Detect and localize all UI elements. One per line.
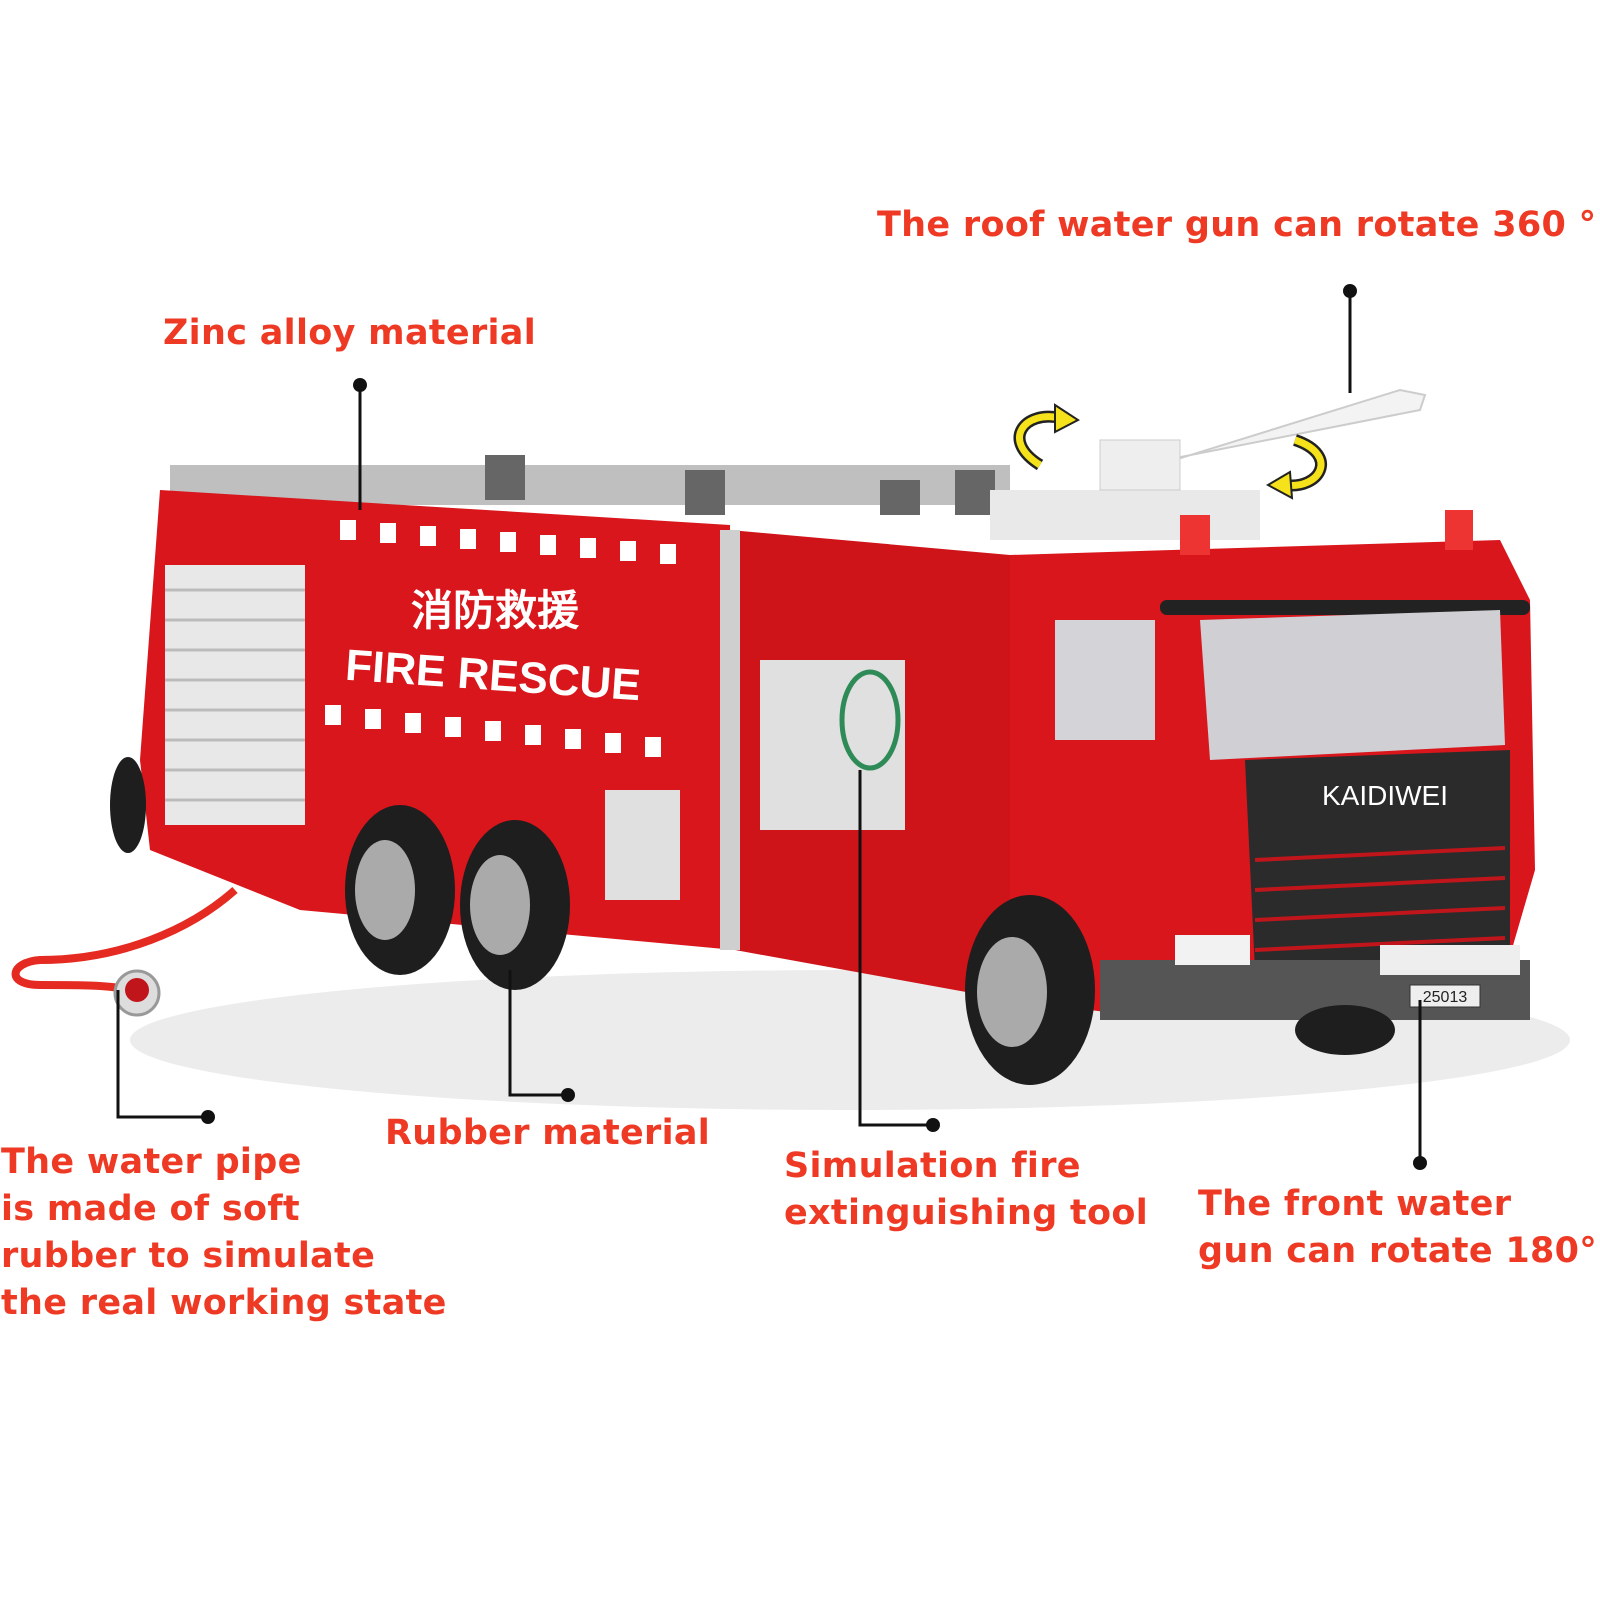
- label-fire-tool: Simulation fire extinguishing tool: [784, 1143, 1148, 1237]
- label-water-pipe: The water pipe is made of soft rubber to…: [1, 1139, 447, 1327]
- leader-dot: [201, 1110, 215, 1124]
- leader-dot: [561, 1088, 575, 1102]
- label-line: the real working state: [1, 1283, 447, 1323]
- label-line: gun can rotate 180°: [1198, 1231, 1598, 1271]
- license-plate: 25013: [1423, 989, 1468, 1006]
- label-line: is made of soft: [1, 1189, 300, 1229]
- label-line: The front water: [1198, 1184, 1512, 1224]
- roller-shutter: [165, 565, 305, 825]
- label-line: rubber to simulate: [1, 1236, 376, 1276]
- windshield: [1200, 610, 1505, 760]
- grille-brand: KAIDIWEI: [1322, 780, 1448, 811]
- chinese-lettering: 消防救援: [411, 586, 580, 635]
- grille: [1245, 750, 1510, 970]
- wheels: [110, 757, 1395, 1085]
- leader-lines: [116, 291, 1422, 1163]
- label-line: Simulation fire: [784, 1146, 1081, 1186]
- label-rubber: Rubber material: [385, 1113, 711, 1153]
- leader-dot: [926, 1118, 940, 1132]
- label-roof-water-gun: The roof water gun can rotate 360 °: [877, 205, 1597, 245]
- label-zinc-alloy: Zinc alloy material: [163, 313, 537, 353]
- leader-dot: [1343, 284, 1357, 298]
- tool-compartment: [760, 660, 905, 830]
- label-front-water-gun: The front water gun can rotate 180°: [1198, 1181, 1597, 1275]
- label-line: The water pipe: [1, 1142, 302, 1182]
- hose: [11, 887, 238, 994]
- rotate-arrow-icon: [1016, 413, 1061, 468]
- label-line: extinguishing tool: [784, 1193, 1149, 1233]
- leader-dot: [353, 378, 367, 392]
- leader-dot: [1413, 1156, 1427, 1170]
- rotate-arrow-icon: [1284, 436, 1325, 489]
